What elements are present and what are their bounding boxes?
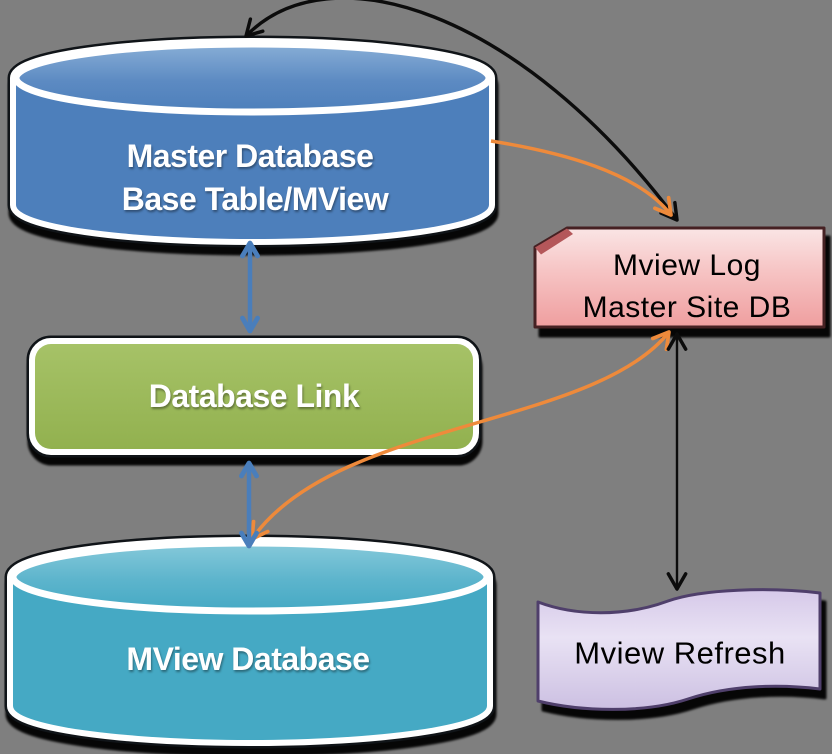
connector-orange-log-to-mviewdb	[250, 330, 671, 541]
master-db-label-line2: Base Table/MView	[121, 181, 389, 217]
mview-db-lid	[9, 539, 491, 615]
mview-refresh-label: Mview Refresh	[574, 635, 786, 671]
mview-log-label-line2: Master Site DB	[582, 291, 792, 324]
mview-log-fold	[535, 228, 573, 255]
mview-log-label-line1: Mview Log	[613, 249, 761, 282]
mview-db-shape	[4, 534, 496, 749]
connector-orange-master-to-log	[490, 139, 673, 217]
connectors	[239, 0, 688, 591]
mview-log-shape	[533, 226, 826, 329]
master-db-lid	[12, 40, 493, 116]
database-link-label: Database Link	[148, 378, 360, 414]
connector-black-arc	[244, 0, 679, 222]
mview-refresh-shape	[536, 588, 822, 711]
master-db-label-line1: Master Database	[126, 138, 374, 174]
mview-db-label: MView Database	[126, 641, 370, 677]
